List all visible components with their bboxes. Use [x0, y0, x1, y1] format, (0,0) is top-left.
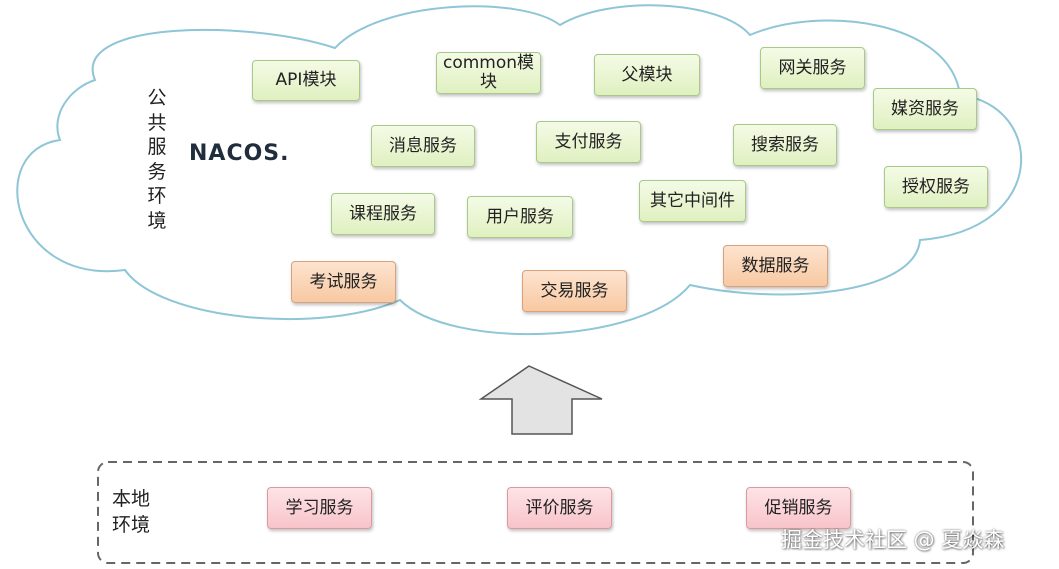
- cloud-module-box-7: 支付服务: [536, 121, 641, 163]
- cloud-module-box-4: 网关服务: [760, 47, 865, 89]
- cloud-module-box-3: 父模块: [594, 54, 700, 96]
- local-environment-label: 本地环境: [112, 488, 151, 536]
- local-service-box-1: 学习服务: [267, 487, 372, 529]
- up-arrow-shape: [478, 365, 603, 435]
- cloud-module-box-13: 考试服务: [291, 261, 396, 303]
- cloud-module-box-9: 授权服务: [884, 166, 988, 208]
- cloud-module-box-8: 搜索服务: [733, 124, 837, 166]
- cloud-module-box-14: 交易服务: [522, 270, 627, 312]
- cloud-module-box-10: 课程服务: [331, 193, 435, 235]
- cloud-module-box-1: API模块: [252, 60, 360, 101]
- cloud-module-box-5: 媒资服务: [873, 88, 977, 130]
- cloud-module-box-12: 其它中间件: [639, 180, 746, 222]
- cloud-module-box-11: 用户服务: [467, 196, 573, 238]
- cloud-module-box-6: 消息服务: [371, 125, 475, 167]
- watermark: 掘金技术社区 @ 夏焱森: [781, 528, 1005, 552]
- cloud-module-box-2: common模块: [436, 52, 541, 94]
- public-environment-label: 公共服务环境: [147, 87, 167, 232]
- local-service-box-2: 评价服务: [507, 487, 612, 529]
- cloud-module-box-15: 数据服务: [723, 245, 828, 287]
- local-environment-frame: [97, 461, 974, 564]
- nacos-logo: NACOS.: [189, 141, 290, 166]
- local-service-box-3: 促销服务: [746, 487, 851, 529]
